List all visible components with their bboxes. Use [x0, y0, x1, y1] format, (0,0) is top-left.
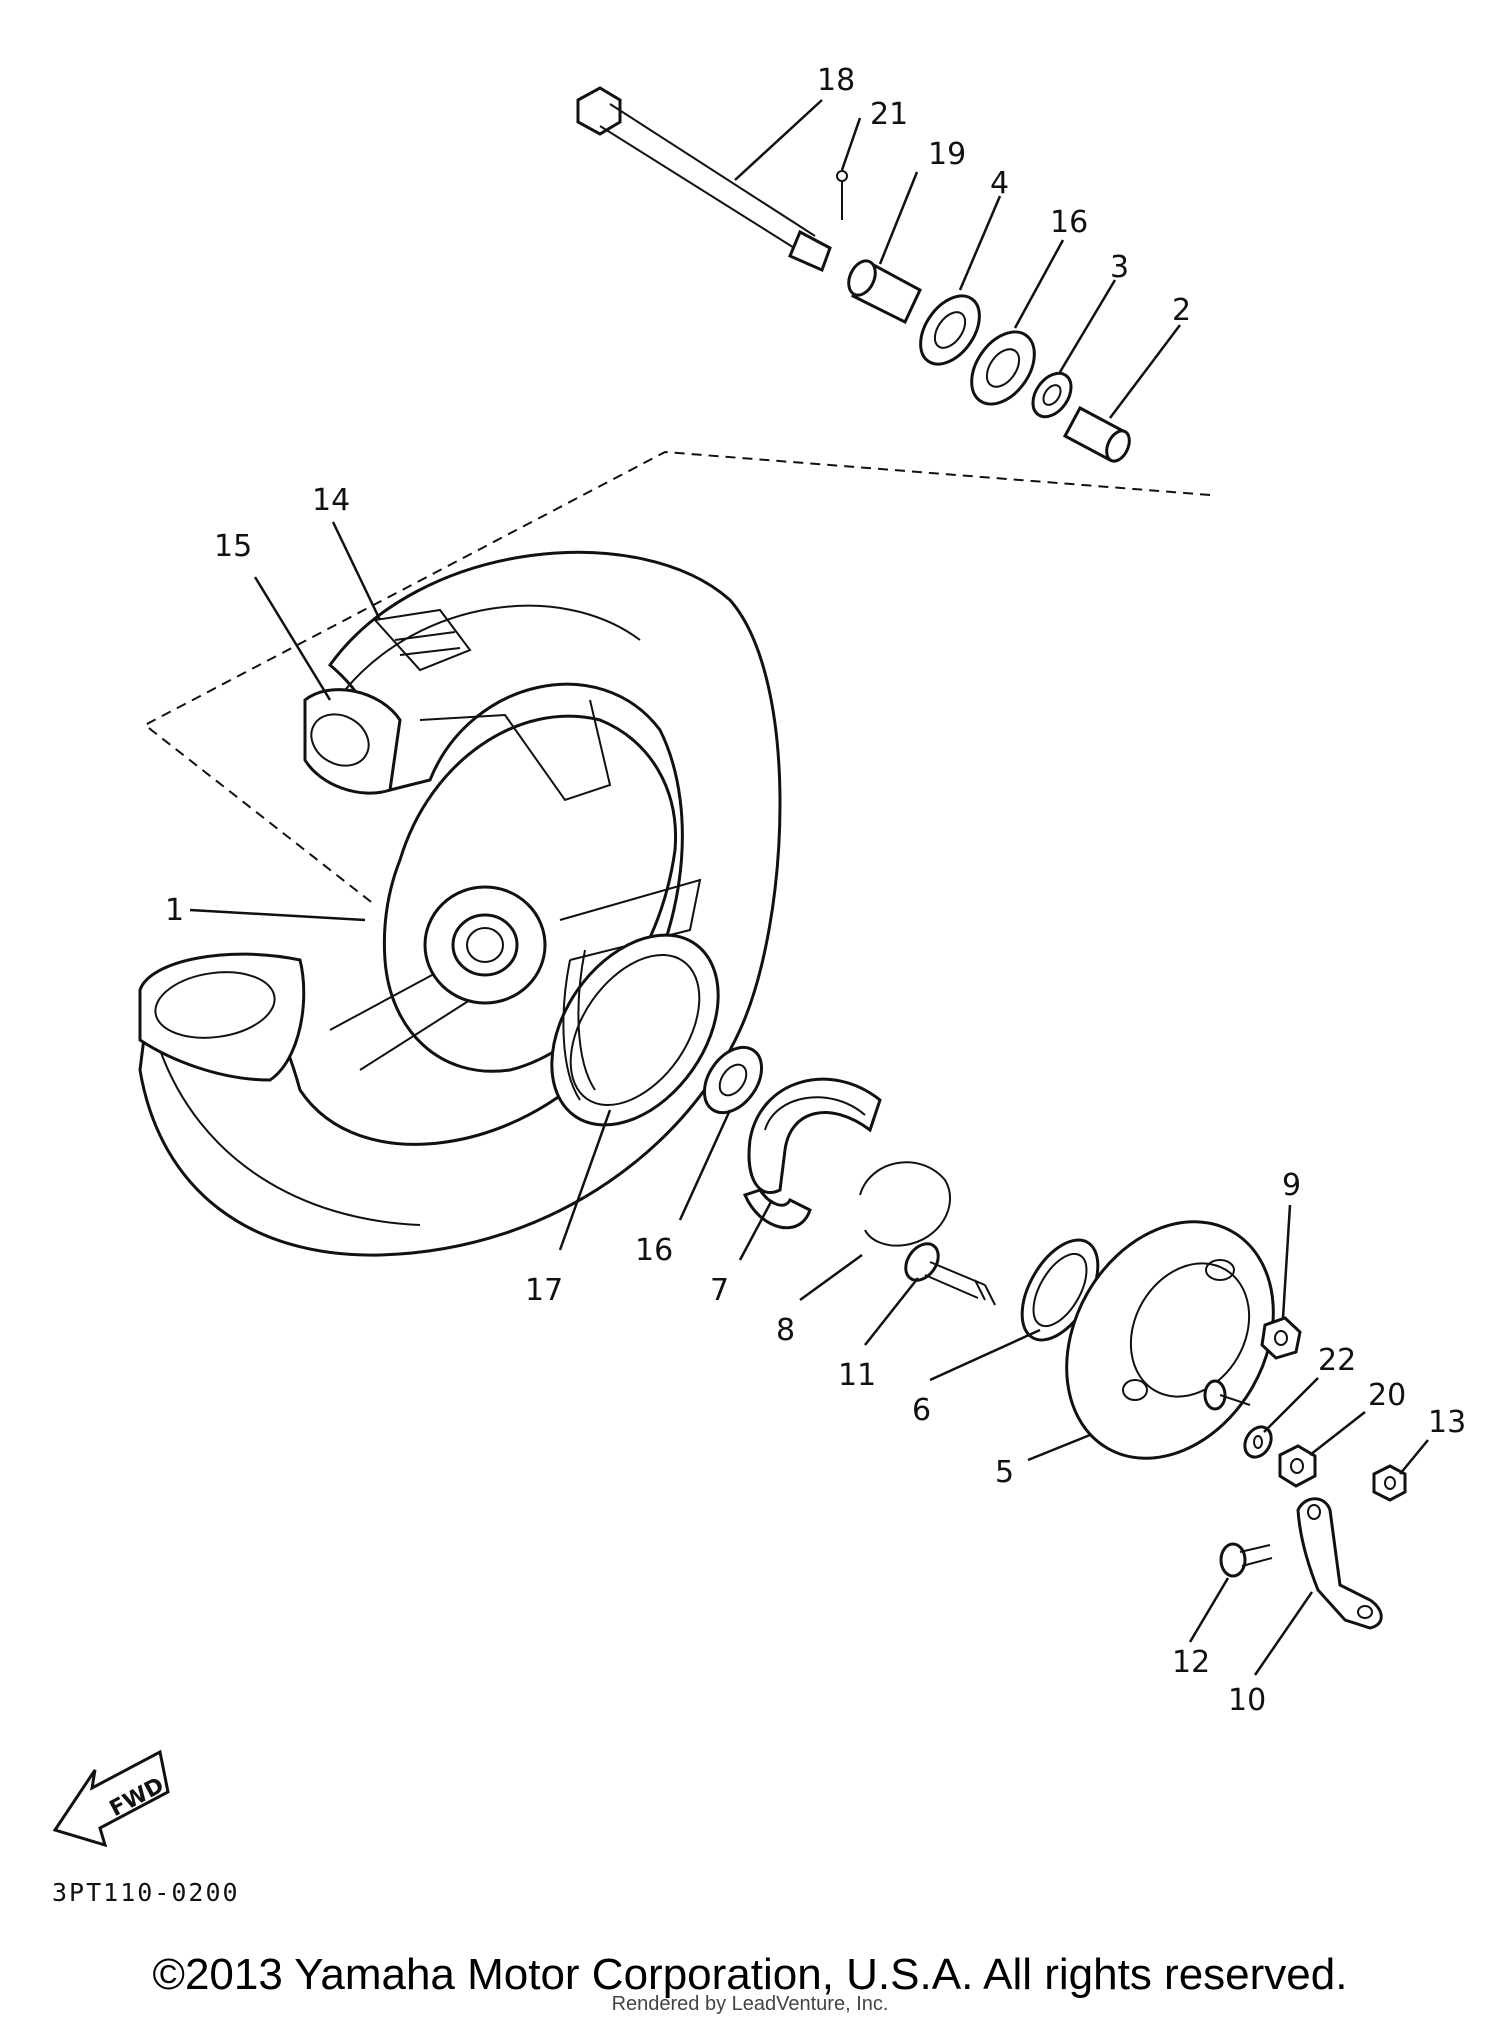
label-2: 2: [1172, 293, 1191, 328]
label-12: 12: [1172, 1645, 1210, 1680]
label-14: 14: [312, 483, 350, 518]
brake-shoe-plate: [1065, 1220, 1275, 1460]
label-4: 4: [990, 166, 1009, 201]
spacer-flange: [1031, 371, 1073, 419]
label-10: 10: [1228, 1683, 1266, 1718]
assembly-guide: [143, 450, 1211, 906]
label-20: 20: [1368, 1378, 1406, 1413]
axle: [576, 86, 832, 273]
bolt-12: [1219, 1542, 1273, 1578]
label-16-top: 16: [1050, 205, 1088, 240]
rendered-by-watermark: Rendered by LeadVenture, Inc.: [611, 1993, 889, 2015]
label-16-bottom: 16: [635, 1233, 673, 1268]
bearing-bottom: [702, 1045, 764, 1115]
label-13: 13: [1428, 1405, 1466, 1440]
label-6: 6: [912, 1393, 931, 1428]
leader-lines: [189, 99, 1429, 1676]
diagram-code: 3PT110-0200: [52, 1878, 240, 1907]
label-17: 17: [525, 1273, 563, 1308]
tube: [138, 688, 402, 1082]
label-18: 18: [817, 63, 855, 98]
label-9: 9: [1282, 1168, 1301, 1203]
label-3: 3: [1110, 250, 1129, 285]
label-11: 11: [838, 1358, 876, 1393]
label-8: 8: [776, 1313, 795, 1348]
part-labels: 18 21 19 4 16 3 2 14 15 1 17 16 7 8 11 6…: [165, 63, 1466, 1718]
forward-arrow-icon: FWD: [52, 1749, 170, 1848]
label-22: 22: [1318, 1343, 1356, 1378]
spacer: [1062, 405, 1131, 463]
label-21: 21: [870, 97, 908, 132]
label-5: 5: [995, 1455, 1014, 1490]
label-1: 1: [165, 893, 184, 928]
bearing-top: [970, 330, 1036, 406]
collar: [847, 259, 922, 325]
copyright-notice: ©2013 Yamaha Motor Corporation, U.S.A. A…: [152, 1950, 1348, 1999]
nut-20: [1278, 1444, 1317, 1488]
brake-arm: [1296, 1497, 1383, 1630]
cotter-pin: [836, 170, 848, 220]
camshaft: [904, 1242, 996, 1306]
label-19: 19: [928, 137, 966, 172]
nut-9: [1260, 1316, 1302, 1360]
label-7: 7: [710, 1273, 729, 1308]
nut-13: [1372, 1464, 1407, 1502]
brake-drum-ring: [550, 933, 720, 1127]
brake-spring: [859, 1161, 951, 1247]
brake-shoe: [742, 1077, 882, 1230]
washer-22: [1243, 1425, 1273, 1459]
label-15: 15: [214, 529, 252, 564]
oil-seal: [919, 294, 981, 366]
